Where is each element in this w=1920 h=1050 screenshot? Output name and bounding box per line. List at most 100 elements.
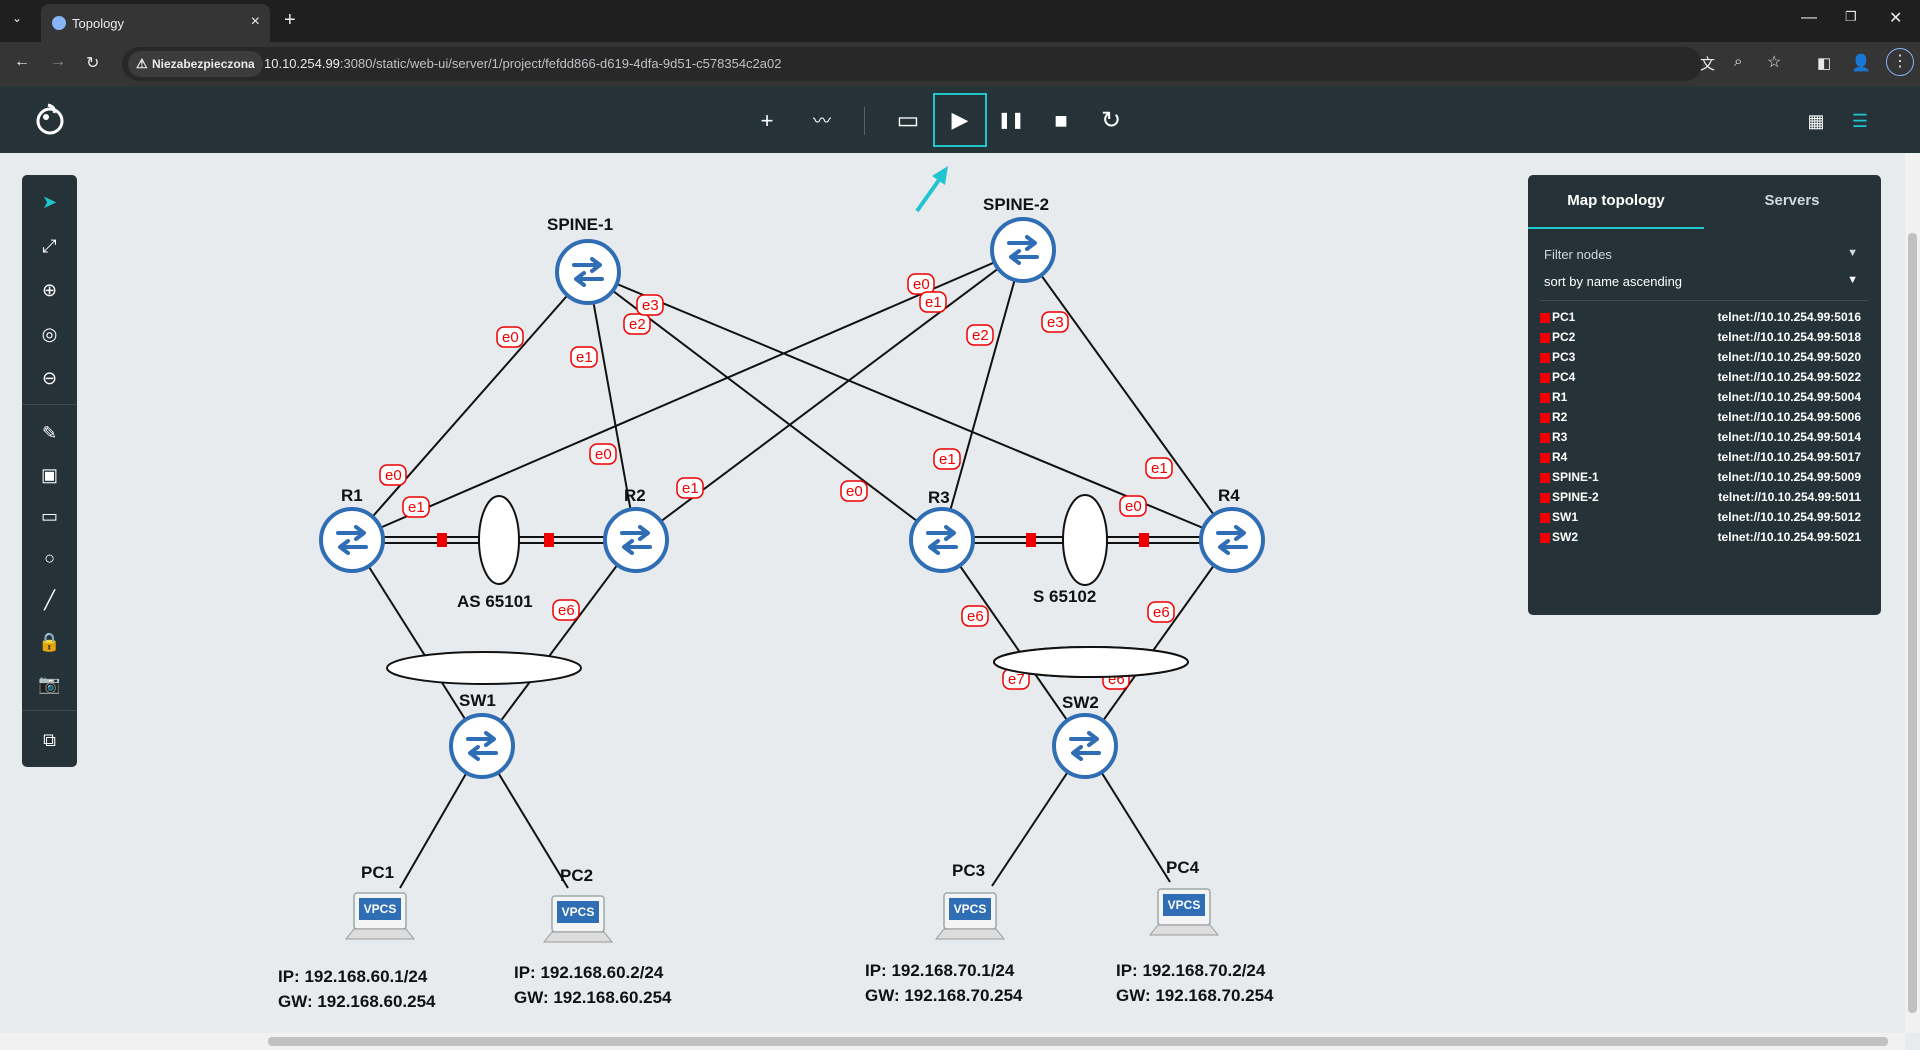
- vertical-scroll-thumb[interactable]: [1908, 233, 1917, 1013]
- back-icon[interactable]: ←: [14, 53, 30, 70]
- link-spine1-r1[interactable]: [351, 271, 589, 541]
- link-spine1-r2[interactable]: [587, 271, 637, 541]
- new-tab-icon[interactable]: +: [284, 9, 296, 31]
- node-list-console[interactable]: telnet://10.10.254.99:5021: [1717, 530, 1861, 544]
- node-r2[interactable]: [603, 507, 669, 573]
- grid-view-icon[interactable]: ▦: [1807, 111, 1825, 131]
- add-node-button[interactable]: +: [760, 108, 774, 133]
- link-r4-sw2[interactable]: [1084, 539, 1233, 747]
- tab-search-icon[interactable]: ⌄: [12, 11, 23, 25]
- zoom-icon[interactable]: ⌕: [1734, 53, 1743, 70]
- link-r2-sw1[interactable]: [481, 539, 637, 747]
- fit-screen-icon[interactable]: ⤢: [42, 236, 57, 256]
- omnibox[interactable]: ⚠ Niezabezpieczona 10.10.254.99:3080/sta…: [122, 47, 1781, 81]
- zoom-in-icon[interactable]: ⊕: [41, 280, 58, 300]
- node-r1[interactable]: [319, 507, 385, 573]
- node-pc4[interactable]: VPCS: [1149, 888, 1219, 936]
- pause-all-button[interactable]: ❚❚: [997, 112, 1025, 129]
- link-r3-sw2[interactable]: [941, 539, 1086, 747]
- browser-tab[interactable]: Topology ×: [41, 4, 270, 42]
- add-note-pencil-icon[interactable]: ✎: [41, 423, 58, 443]
- node-sw2[interactable]: [1052, 713, 1118, 779]
- tab-map-topology[interactable]: Map topology: [1567, 192, 1665, 209]
- horizontal-scrollbar[interactable]: [0, 1033, 1905, 1050]
- link-spine2-r1[interactable]: [351, 249, 1024, 541]
- as-ellipse-right[interactable]: [1062, 494, 1108, 586]
- profile-icon[interactable]: 👤: [1851, 55, 1871, 72]
- security-chip[interactable]: ⚠ Niezabezpieczona: [128, 51, 263, 77]
- url-text[interactable]: 10.10.254.99:3080/static/web-ui/server/1…: [264, 56, 781, 71]
- menu-dots-icon[interactable]: ⋮: [1886, 48, 1914, 76]
- link-spine2-r3[interactable]: [941, 249, 1024, 541]
- node-list-console[interactable]: telnet://10.10.254.99:5011: [1718, 490, 1861, 504]
- start-all-button[interactable]: ▶: [933, 93, 987, 147]
- reset-zoom-icon[interactable]: ◎: [41, 324, 58, 344]
- sw1-ellipse[interactable]: [386, 651, 582, 685]
- sort-select[interactable]: sort by name ascending ▼: [1544, 274, 1864, 289]
- screenshot-camera-icon[interactable]: 📷: [38, 674, 61, 694]
- as-ellipse-left[interactable]: [478, 495, 520, 585]
- close-tab-icon[interactable]: ×: [250, 13, 260, 30]
- node-spine1[interactable]: [555, 239, 621, 305]
- node-list-console[interactable]: telnet://10.10.254.99:5017: [1717, 450, 1861, 464]
- node-sw1[interactable]: [449, 713, 515, 779]
- node-r4[interactable]: [1199, 507, 1265, 573]
- link-spine2-r4[interactable]: [1022, 249, 1233, 541]
- zoom-out-icon[interactable]: ⊖: [41, 368, 58, 388]
- topology-canvas[interactable]: e0 e1 e2 e3 e0 e1 e2 e3 e0 e1 e0 e1 e6 e…: [0, 153, 1905, 1033]
- node-list-console[interactable]: telnet://10.10.254.99:5009: [1717, 470, 1861, 484]
- node-list-console[interactable]: telnet://10.10.254.99:5020: [1717, 350, 1861, 364]
- filter-nodes-select[interactable]: Filter nodes ▼: [1544, 247, 1864, 262]
- restore-icon[interactable]: ❐: [1845, 9, 1857, 24]
- stop-all-button[interactable]: ■: [1054, 108, 1068, 133]
- node-list-console[interactable]: telnet://10.10.254.99:5022: [1717, 370, 1861, 384]
- bookmark-star-icon[interactable]: ☆: [1767, 54, 1782, 71]
- node-pc2[interactable]: VPCS: [543, 895, 613, 943]
- tab-servers[interactable]: Servers: [1764, 192, 1820, 209]
- horizontal-scroll-thumb[interactable]: [268, 1037, 1888, 1046]
- link-spine1-r4[interactable]: [587, 271, 1233, 541]
- list-view-icon[interactable]: ☰: [1851, 111, 1869, 131]
- add-link-button[interactable]: 〰: [813, 111, 831, 131]
- node-pc3[interactable]: VPCS: [935, 892, 1005, 940]
- draw-ellipse-icon[interactable]: ○: [44, 548, 55, 568]
- lock-icon[interactable]: 🔒: [38, 632, 61, 652]
- node-r3[interactable]: [909, 507, 975, 573]
- insert-image-icon[interactable]: ▣: [40, 465, 58, 485]
- node-list-console[interactable]: telnet://10.10.254.99:5014: [1717, 430, 1861, 444]
- node-list-console[interactable]: telnet://10.10.254.99:5018: [1717, 330, 1861, 344]
- draw-line-icon[interactable]: ╱: [44, 590, 55, 610]
- node-spine2[interactable]: [990, 217, 1056, 283]
- node-list-console[interactable]: telnet://10.10.254.99:5016: [1717, 310, 1861, 324]
- translate-icon[interactable]: 文: [1700, 56, 1716, 73]
- reload-icon[interactable]: ↻: [86, 55, 100, 72]
- node-list-console[interactable]: telnet://10.10.254.99:5004: [1717, 390, 1861, 404]
- minimize-icon[interactable]: —: [1801, 9, 1817, 26]
- layers-icon[interactable]: ⧉: [43, 730, 56, 750]
- gns3-logo-icon[interactable]: [34, 103, 66, 137]
- sidepanel-icon[interactable]: ◧: [1817, 55, 1832, 72]
- link-r1-sw1[interactable]: [351, 539, 483, 747]
- forward-icon[interactable]: →: [50, 53, 66, 70]
- draw-rectangle-icon[interactable]: ▭: [40, 506, 58, 526]
- node-pc1[interactable]: VPCS: [345, 892, 415, 940]
- select-pointer-icon[interactable]: ➤: [41, 192, 58, 212]
- close-window-icon[interactable]: ✕: [1889, 10, 1903, 27]
- node-list-console[interactable]: telnet://10.10.254.99:5012: [1717, 510, 1861, 524]
- reload-all-button[interactable]: ↻: [1100, 107, 1122, 134]
- node-list-console[interactable]: telnet://10.10.254.99:5006: [1717, 410, 1861, 424]
- vertical-scrollbar[interactable]: [1905, 153, 1920, 1033]
- console-all-button[interactable]: ▭: [896, 107, 920, 134]
